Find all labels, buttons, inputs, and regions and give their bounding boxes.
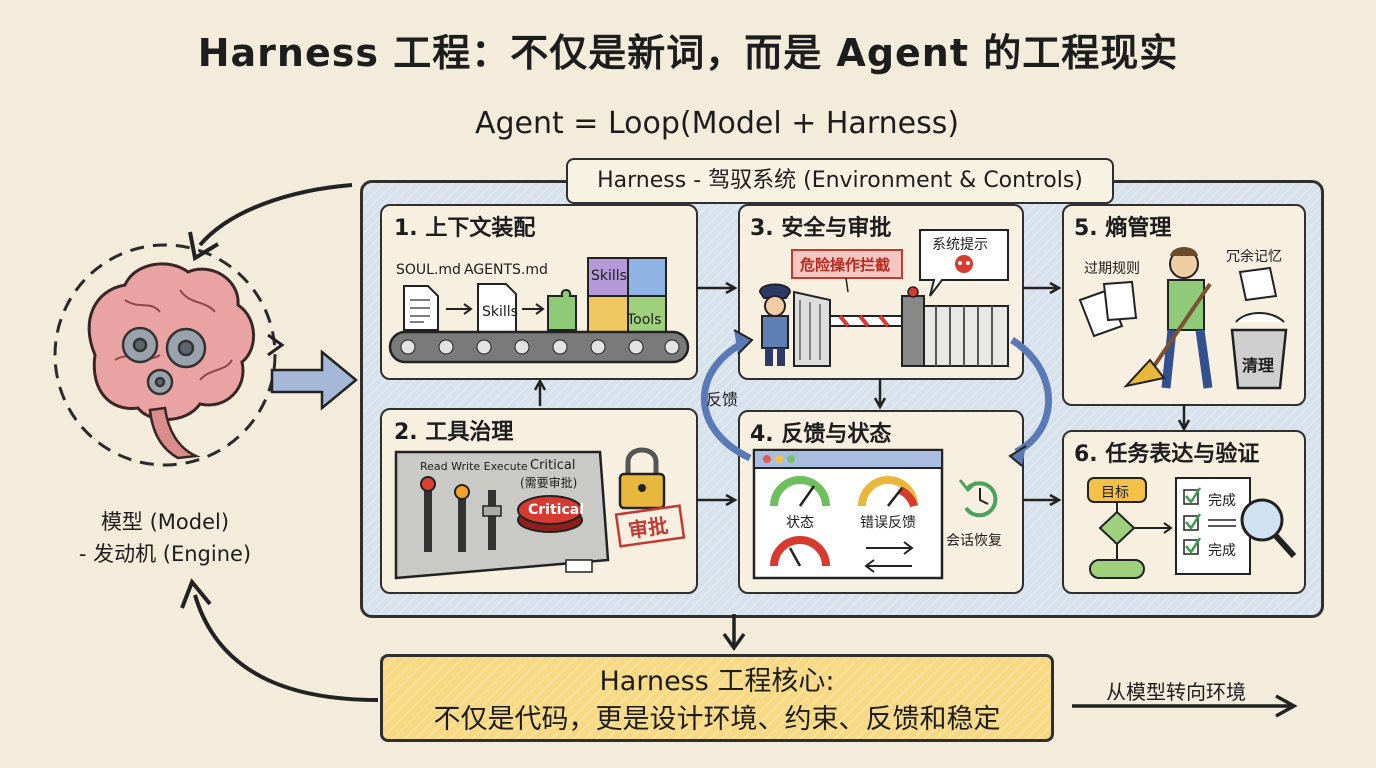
flowchart-icon <box>1087 477 1173 579</box>
skull-icon <box>955 255 973 273</box>
expired-rules-label: 过期规则 <box>1084 261 1140 277</box>
critical-note: (需要审批) <box>520 476 578 490</box>
guard-icon <box>758 283 792 366</box>
panel-context-title: 1. 上下文装配 <box>394 216 536 241</box>
magnifier-icon <box>1240 498 1297 559</box>
agents-md-label: AGENTS.md <box>464 262 548 278</box>
panel-feedback-title: 4. 反馈与状态 <box>750 422 892 447</box>
trash-bin-icon <box>1230 312 1288 390</box>
document-icon <box>477 283 517 333</box>
gauge-status-label: 状态 <box>786 515 814 531</box>
control-console <box>394 450 610 580</box>
puzzle-icon <box>587 257 667 335</box>
sync-arrows-icon <box>864 541 914 573</box>
document-icon <box>403 285 439 331</box>
feedback-loop-arrow <box>700 329 1052 467</box>
checklist-icon <box>1175 477 1251 575</box>
check-complete-label-1: 完成 <box>1208 493 1236 509</box>
approval-stamp-icon <box>614 504 686 548</box>
panel-task-title: 6. 任务表达与验证 <box>1074 442 1260 467</box>
critical-label: Critical <box>530 458 576 473</box>
puzzle-tools-label: Tools <box>627 312 662 328</box>
soul-md-label: SOUL.md <box>396 262 461 278</box>
check-complete-label-3: 完成 <box>1208 543 1236 559</box>
panel-tools-title: 2. 工具治理 <box>394 420 514 445</box>
formula: Agent = Loop(Model + Harness) <box>474 106 960 141</box>
page-title: Harness 工程：不仅是新词，而是 Agent 的工程现实 <box>197 31 1179 75</box>
rwe-labels: Read Write Execute <box>420 460 528 473</box>
feedback-side-label: 反馈 <box>706 390 739 409</box>
arrow-icon <box>522 303 545 315</box>
dashboard-window <box>752 448 944 580</box>
arrow-icon <box>446 303 473 315</box>
session-restore-label: 会话恢复 <box>946 533 1002 549</box>
shift-arrow <box>1072 694 1298 718</box>
loop-arrow-bottom <box>180 578 379 702</box>
gear-icon <box>121 326 207 396</box>
model-label: 模型 (Model) <box>100 510 230 534</box>
critical-button-label: Critical <box>528 502 585 518</box>
danger-block-banner: 危险操作拦截 <box>800 256 891 274</box>
lock-icon <box>618 447 666 510</box>
redundant-memory-label: 冗余记忆 <box>1226 249 1282 265</box>
shift-label: 从模型转向环境 <box>1106 680 1246 704</box>
puzzle-piece-icon <box>547 289 577 331</box>
loop-arrow-top <box>188 183 353 262</box>
cleanup-label: 清理 <box>1242 356 1275 375</box>
panel-entropy-title: 5. 熵管理 <box>1074 216 1172 241</box>
harness-core-box: Harness 工程核心: 不仅是代码，更是设计环境、约束、反馈和稳定 <box>380 654 1054 742</box>
critical-button <box>517 495 583 533</box>
conveyor-belt <box>388 330 690 364</box>
gauge-icon <box>770 476 918 567</box>
model-caption: 模型 (Model) - 发动机 (Engine) <box>60 506 270 570</box>
gauge-error-label: 错误反馈 <box>860 515 916 531</box>
slider-icon <box>420 476 502 552</box>
person-sweeping-icon <box>1123 247 1213 389</box>
engine-label: - 发动机 (Engine) <box>78 542 252 566</box>
harness-label: Harness - 驾驭系统 (Environment & Controls) <box>566 158 1114 204</box>
model-to-harness-arrow <box>267 333 358 411</box>
restore-icon <box>958 479 998 518</box>
harness-to-core-arrow <box>722 614 746 652</box>
skills-doc-label: Skills <box>482 304 518 320</box>
puzzle-skills-label: Skills <box>591 268 627 284</box>
system-prompt-bubble: 系统提示 <box>932 237 988 253</box>
goal-label: 目标 <box>1101 485 1129 501</box>
model-dashed-circle <box>53 243 277 467</box>
paper-icon <box>1078 266 1278 338</box>
core-title: Harness 工程核心: <box>599 666 835 697</box>
panel-safety-title: 3. 安全与审批 <box>750 216 892 241</box>
barrier-gate <box>793 286 1009 367</box>
warning-banner <box>791 249 903 293</box>
core-subtitle: 不仅是代码，更是设计环境、约束、反馈和稳定 <box>433 704 1001 735</box>
